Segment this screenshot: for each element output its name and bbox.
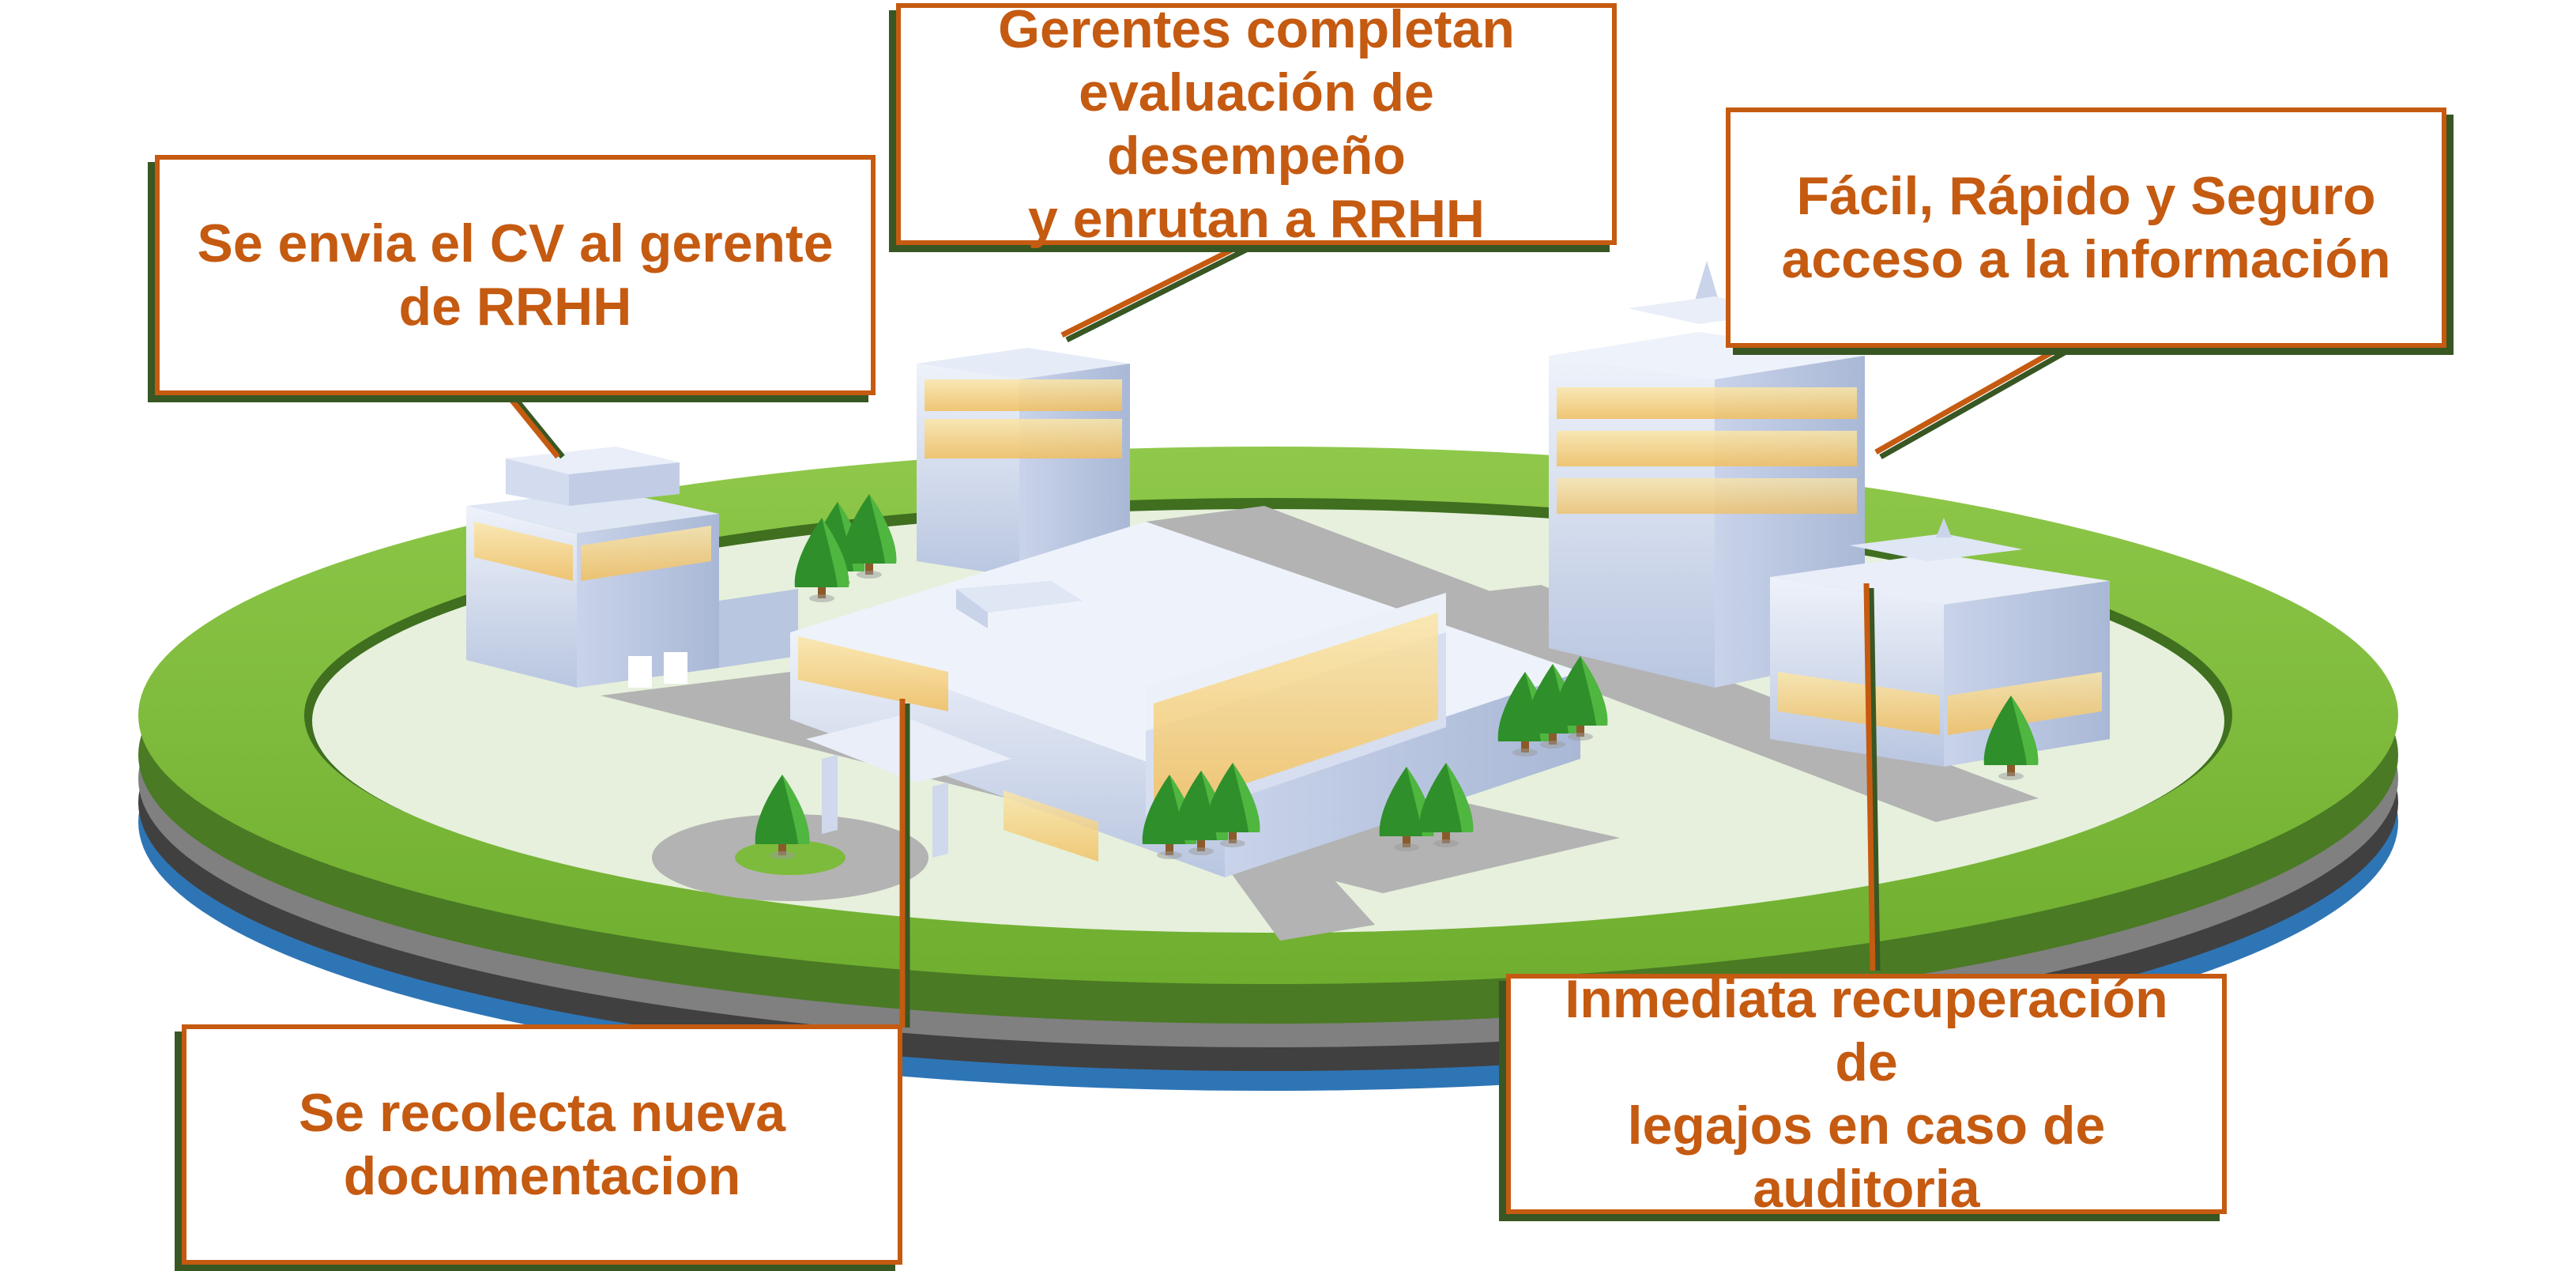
callout-audit-retrieval: Inmediata recuperación de legajos en cas… xyxy=(1506,969,2227,1219)
right-building-icon xyxy=(1770,518,2110,767)
connector-lines xyxy=(500,239,2072,1028)
callout-audit-text: Inmediata recuperación de legajos en cas… xyxy=(1565,969,2168,1219)
callout-cv-to-hr-manager: Se envia el CV al gerente de RRHH xyxy=(155,155,876,395)
hospital-icon xyxy=(790,522,1580,877)
middle-tower-icon xyxy=(917,348,1130,577)
callout-cv-text: Se envia el CV al gerente de RRHH xyxy=(197,213,834,337)
callout-performance-evaluation: Gerentes completan evaluación de desempe… xyxy=(896,0,1617,249)
callout-documentation-text: Se recolecta nueva documentacion xyxy=(298,1083,786,1206)
callout-evaluation-text: Gerentes completan evaluación de desempe… xyxy=(998,0,1515,249)
callout-access-text: Fácil, Rápido y Seguro acceso a la infor… xyxy=(1781,166,2391,289)
callout-new-documentation: Se recolecta nueva documentacion xyxy=(182,1024,902,1265)
left-building-icon xyxy=(466,447,798,688)
callout-easy-access: Fácil, Rápido y Seguro acceso a la infor… xyxy=(1726,107,2446,348)
